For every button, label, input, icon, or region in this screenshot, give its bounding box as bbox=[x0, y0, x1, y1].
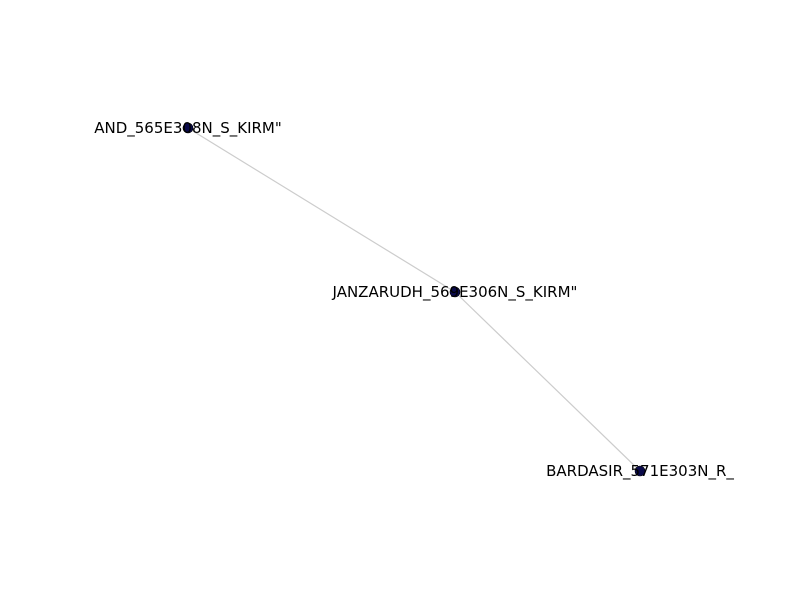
graph-node-bardasir bbox=[634, 465, 646, 477]
nodes-layer bbox=[182, 122, 646, 477]
edges-layer bbox=[187, 127, 641, 472]
graph-edge-2 bbox=[454, 291, 641, 472]
labels-layer: AND_565E308N_S_KIRM" JANZARUDH_569E306N_… bbox=[94, 119, 734, 481]
graph-node-and bbox=[182, 122, 194, 134]
graph-node-janzarudh bbox=[449, 286, 461, 298]
node-label-and: AND_565E308N_S_KIRM" bbox=[94, 119, 282, 138]
node-label-janzarudh: JANZARUDH_569E306N_S_KIRM" bbox=[332, 283, 578, 302]
graph-edge-1 bbox=[187, 127, 456, 293]
node-label-bardasir: BARDASIR_571E303N_R_ bbox=[546, 462, 734, 481]
